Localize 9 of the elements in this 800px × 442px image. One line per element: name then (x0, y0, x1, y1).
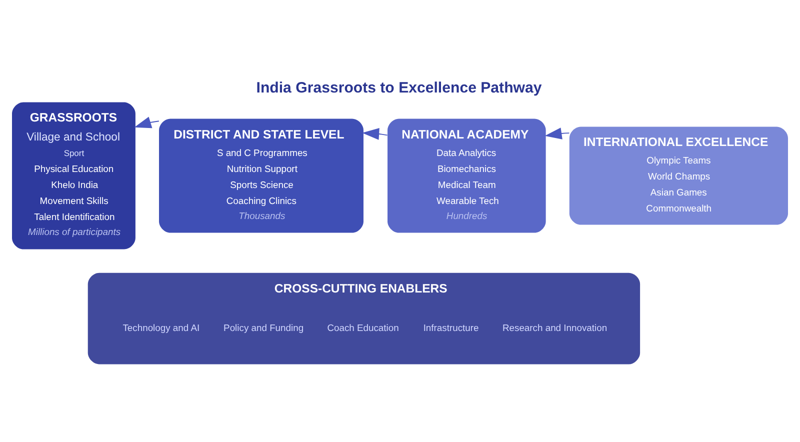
node-box: INTERNATIONAL EXCELLENCE Olympic Teams World Champs Asian Games Commonwealth (569, 126, 788, 225)
node-box: GRASSROOTS Village and School Sport Physical Education Khelo India Movement Skills Talent Identification Millions of participants (12, 102, 136, 250)
arrow (544, 128, 570, 140)
node-box: CROSS-CUTTING ENABLERS Technology and AI Policy and Funding Coach Education Infrastructure Research and Innovation (88, 272, 640, 364)
node-box: DISTRICT AND STATE LEVEL S and C Programmes Nutrition Support Sports Science Coaching Clinics Thousands (159, 118, 364, 233)
diagram-title: India Grassroots to Excellence Pathway (256, 80, 542, 97)
node-box: NATIONAL ACADEMY Data Analytics Biomechanics Medical Team Wearable Tech Hundreds (388, 118, 546, 233)
arrow (134, 116, 160, 128)
arrow (362, 128, 388, 140)
